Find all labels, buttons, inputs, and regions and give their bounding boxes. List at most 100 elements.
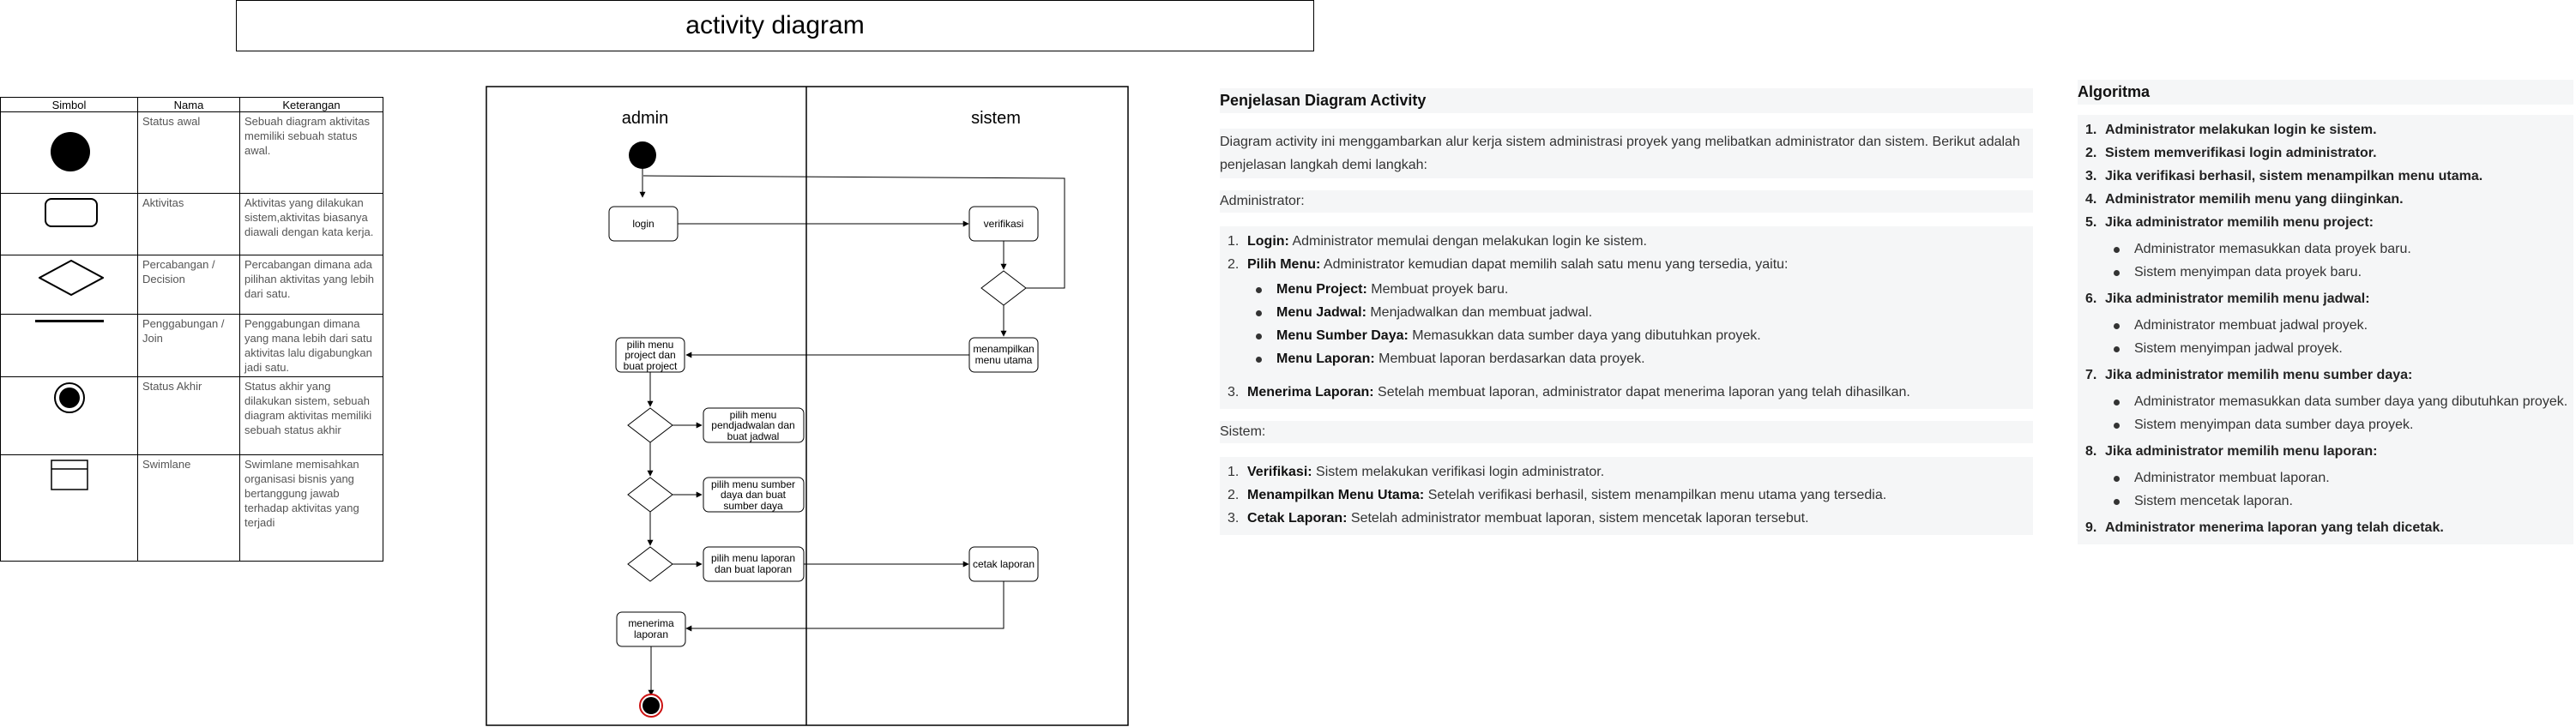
list-text: Jika administrator memilih menu jadwal: <box>2105 291 2370 306</box>
table-row: Swimlane Swimlane memisahkan organisasi … <box>0 454 383 562</box>
list-text: Administrator menerima laporan yang tela… <box>2105 520 2444 535</box>
node-jadwal-label-2: pendjadwalan dan <box>711 419 794 431</box>
explanation-section: Penjelasan Diagram Activity Diagram acti… <box>1220 88 2033 535</box>
list-num: 8. <box>2085 444 2097 459</box>
node-sumber-label-2: daya dan buat <box>721 489 787 501</box>
header-keterangan: Keterangan <box>239 97 383 112</box>
algorithm-section: Algoritma 1.Administrator melakukan logi… <box>2078 80 2573 544</box>
sub-list-item: Administrator memasukkan data sumber day… <box>2078 390 2573 413</box>
symbol-name: Penggabungan / Join <box>137 314 240 377</box>
node-login-label: login <box>632 218 654 230</box>
list-num: 3. <box>1228 385 1240 400</box>
bullet-icon <box>2114 323 2120 329</box>
node-menerima-label-1: menerima <box>628 617 674 629</box>
bullet-icon <box>1256 333 1262 339</box>
table-row: Aktivitas Aktivitas yang dilakukan siste… <box>0 193 383 255</box>
list-text: Jika administrator memilih menu sumber d… <box>2105 368 2413 382</box>
list-item: 3.Cetak Laporan: Setelah administrator m… <box>1220 507 2033 530</box>
symbol-cell <box>0 454 138 562</box>
explanation-title: Penjelasan Diagram Activity <box>1220 88 2033 113</box>
list-item: 8.Jika administrator memilih menu lapora… <box>2078 440 2573 463</box>
list-item: Menu Project: Membuat proyek baru. <box>1220 278 2033 301</box>
lane-sistem-title: sistem <box>971 109 1021 128</box>
list-text: Membuat laporan berdasarkan data proyek. <box>1374 351 1645 366</box>
rounded-rect-icon <box>45 198 98 227</box>
symbol-name: Status awal <box>137 111 240 194</box>
list-bold: Menu Project: <box>1276 282 1367 297</box>
symbol-desc: Swimlane memisahkan organisasi bisnis ya… <box>239 454 383 562</box>
node-verifikasi-label: verifikasi <box>984 218 1024 230</box>
sub-list-item: Administrator membuat laporan. <box>2078 466 2573 490</box>
sub-list-item: Sistem mencetak laporan. <box>2078 490 2573 513</box>
page-title: activity diagram <box>236 0 1314 51</box>
bullet-icon <box>2114 400 2120 406</box>
filled-circle-icon <box>51 132 90 171</box>
list-text: Setelah membuat laporan, administrator d… <box>1373 385 1910 400</box>
list-item: 3. Menerima Laporan: Setelah membuat lapo… <box>1220 381 2033 404</box>
bullet-icon <box>2114 247 2120 253</box>
sub-list-item: Sistem menyimpan jadwal proyek. <box>2078 337 2573 360</box>
algorithm-list: 1.Administrator melakukan login ke siste… <box>2078 115 2573 544</box>
list-text: Administrator kemudian dapat memilih sal… <box>1320 257 1789 272</box>
table-row: Percabangan / Decision Percabangan diman… <box>0 255 383 315</box>
list-item: 1. Verifikasi: Sistem melakukan verifikas… <box>1220 460 2033 484</box>
list-bold: Menu Laporan: <box>1276 351 1375 366</box>
list-item: Menu Jadwal: Menjadwalkan dan membuat ja… <box>1220 301 2033 324</box>
list-item: Menu Laporan: Membuat laporan berdasarka… <box>1220 347 2033 370</box>
list-text: Sistem melakukan verifikasi login admini… <box>1312 465 1605 479</box>
symbol-desc: Sebuah diagram aktivitas memiliki sebuah… <box>239 111 383 194</box>
symbol-cell <box>0 376 138 455</box>
node-cetak-label: cetak laporan <box>973 558 1035 570</box>
symbol-cell <box>0 255 138 315</box>
decision-3 <box>627 546 673 582</box>
list-item: 2.Sistem memverifikasi login administrat… <box>2078 141 2573 165</box>
list-num: 6. <box>2085 291 2097 306</box>
list-text: Memasukkan data sumber daya yang dibutuh… <box>1408 328 1761 343</box>
list-bold: Menerima Laporan: <box>1247 385 1374 400</box>
sub-list-item: Administrator memasukkan data proyek bar… <box>2078 237 2573 261</box>
list-text: Administrator memulai dengan melakukan l… <box>1288 234 1647 249</box>
list-item: Menu Sumber Daya: Memasukkan data sumber… <box>1220 324 2033 347</box>
node-project-label-1: pilih menu <box>627 339 674 351</box>
explanation-intro: Diagram activity ini menggambarkan alur … <box>1220 129 2033 178</box>
admin-list: 1.Login: Administrator memulai dengan me… <box>1220 226 2033 409</box>
header-simbol: Simbol <box>0 97 138 112</box>
node-menampilkan-label-2: menu utama <box>975 354 1033 366</box>
list-item: 9. Administrator menerima laporan yang te… <box>2078 516 2573 539</box>
list-item: 1.Login: Administrator memulai dengan me… <box>1220 230 2033 253</box>
symbol-name: Percabangan / Decision <box>137 255 240 315</box>
symbol-desc: Status akhir yang dilakukan sistem, sebu… <box>239 376 383 455</box>
start-node <box>629 141 656 169</box>
sub-list-text: Administrator membuat laporan. <box>2134 471 2330 485</box>
algorithm-title: Algoritma <box>2078 80 2573 105</box>
sub-list-item: Sistem menyimpan data sumber daya proyek… <box>2078 413 2573 436</box>
node-project-label-2: project dan <box>624 349 675 361</box>
node-project-label-3: buat project <box>624 360 678 372</box>
swimlane-frame <box>486 86 1129 726</box>
edge-loop-back <box>642 175 1065 289</box>
node-laporan-label-1: pilih menu laporan <box>711 552 795 564</box>
bullet-icon <box>2114 476 2120 482</box>
list-text: Setelah administrator membuat laporan, s… <box>1347 511 1809 526</box>
end-node <box>642 697 660 714</box>
swimlane-icon <box>51 460 88 490</box>
list-num: 9. <box>2085 520 2097 535</box>
list-bold: Login: <box>1247 234 1289 249</box>
list-text: Setelah verifikasi berhasil, sistem mena… <box>1424 488 1887 502</box>
spacer <box>1220 370 2033 381</box>
list-text: Administrator melakukan login ke sistem. <box>2105 123 2377 137</box>
header-nama: Nama <box>137 97 240 112</box>
list-bold: Verifikasi: <box>1247 465 1312 479</box>
list-text: Membuat proyek baru. <box>1366 282 1509 297</box>
sub-list-text: Sistem menyimpan jadwal proyek. <box>2134 341 2343 356</box>
list-item: 5.Jika administrator memilih menu projec… <box>2078 211 2573 234</box>
symbol-name: Aktivitas <box>137 193 240 255</box>
list-item: 7.Jika administrator memilih menu sumber… <box>2078 364 2573 387</box>
list-bold: Pilih Menu: <box>1247 257 1321 272</box>
symbol-cell <box>0 314 138 377</box>
node-jadwal <box>703 407 805 443</box>
sub-list-text: Sistem mencetak laporan. <box>2134 494 2293 508</box>
list-num: 1. <box>1228 465 1240 479</box>
system-list: 1. Verifikasi: Sistem melakukan verifikas… <box>1220 457 2033 535</box>
table-row: Status Akhir Status akhir yang dilakukan… <box>0 376 383 455</box>
